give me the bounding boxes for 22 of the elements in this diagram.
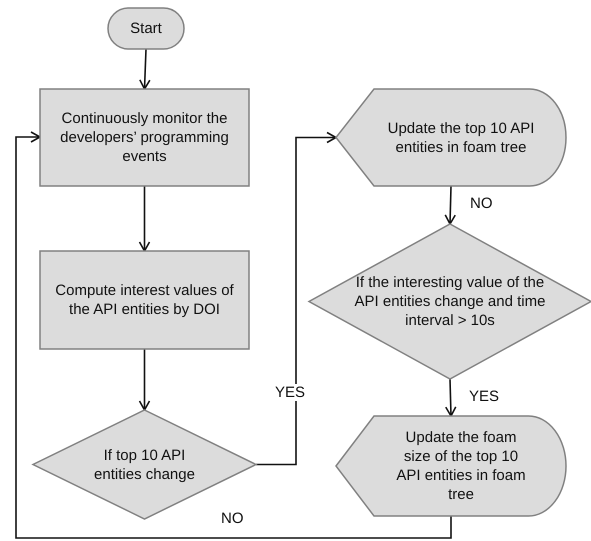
arrow xyxy=(138,349,150,411)
start-terminal xyxy=(108,8,184,49)
process-box xyxy=(40,251,249,349)
node-label: Compute interest values of the API entities by DOI xyxy=(54,281,235,319)
display-shape xyxy=(336,416,566,516)
arrow xyxy=(256,132,337,466)
process-box xyxy=(40,89,249,186)
node-label: Start xyxy=(129,19,163,38)
arrow xyxy=(15,131,452,539)
arrow xyxy=(444,186,456,225)
node-label: Update the top 10 API entities in foam tree xyxy=(386,118,536,156)
decision-diamond xyxy=(309,224,591,379)
arrow xyxy=(444,378,457,417)
node-label: If the interesting value of the API entities change and time interval > 10s xyxy=(354,273,546,330)
arrow xyxy=(139,48,151,90)
edge-label: YES xyxy=(468,388,500,404)
arrow xyxy=(138,186,150,252)
node-label: Continuously monitor the developers’ programming events xyxy=(59,109,230,166)
node-label: Update the foam size of the top 10 API entities in foam tree xyxy=(396,428,526,504)
node-label: If top 10 API entities change xyxy=(93,446,196,484)
display-shape xyxy=(336,89,566,186)
edge-label: YES xyxy=(274,384,306,400)
